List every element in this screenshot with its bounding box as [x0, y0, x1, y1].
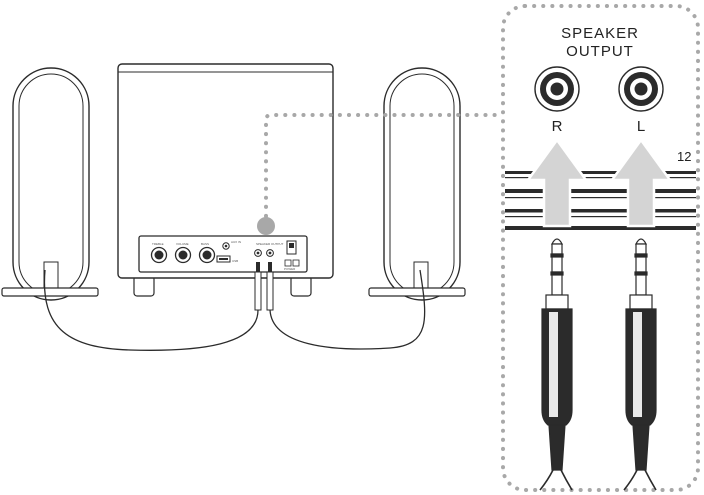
usb-port: USB: [216, 255, 238, 263]
jack-right: [534, 66, 580, 112]
svg-text:BASS: BASS: [201, 242, 209, 246]
panel-edge-stripes: [505, 171, 696, 230]
jack-left: [618, 66, 664, 112]
edge-number: 12: [677, 149, 691, 164]
panel-speaker-output-jacks: SPEAKER OUTPUT: [254, 242, 284, 257]
jack-left-label: L: [637, 118, 645, 135]
speaker-cables: [43, 262, 426, 351]
arrow-up-right-jack: [525, 137, 589, 228]
svg-text:USB: USB: [232, 259, 238, 263]
right-satellite-speaker: [368, 67, 466, 301]
left-satellite-speaker: [1, 67, 99, 301]
aux-in-jack: AUX IN: [222, 240, 241, 250]
callout-leader-line: [264, 113, 502, 218]
svg-text:SPEAKER OUTPUT: SPEAKER OUTPUT: [256, 242, 284, 246]
plug-left: [623, 238, 657, 491]
bass-knob: BASS: [198, 242, 216, 264]
arrow-up-left-jack: [609, 137, 673, 228]
callout-title-line1: SPEAKER: [561, 25, 639, 42]
plug-right: [539, 238, 573, 491]
svg-text:VOLUME: VOLUME: [176, 242, 189, 246]
output-highlight-marker: [257, 217, 275, 235]
speaker-output-callout: SPEAKER OUTPUT R L 12: [501, 4, 700, 492]
treble-knob: TREBLE: [150, 242, 168, 264]
svg-text:POWER: POWER: [284, 267, 296, 271]
subwoofer: TREBLE VOLUME BASS AUX IN USB: [117, 63, 334, 297]
callout-title-line2: OUTPUT: [566, 43, 634, 60]
volume-knob: VOLUME: [174, 242, 192, 264]
rear-control-panel: [138, 235, 308, 273]
power-switch: POWER: [284, 240, 300, 271]
svg-text:TREBLE: TREBLE: [152, 242, 164, 246]
svg-text:AUX IN: AUX IN: [231, 240, 241, 244]
jack-right-label: R: [552, 118, 563, 135]
